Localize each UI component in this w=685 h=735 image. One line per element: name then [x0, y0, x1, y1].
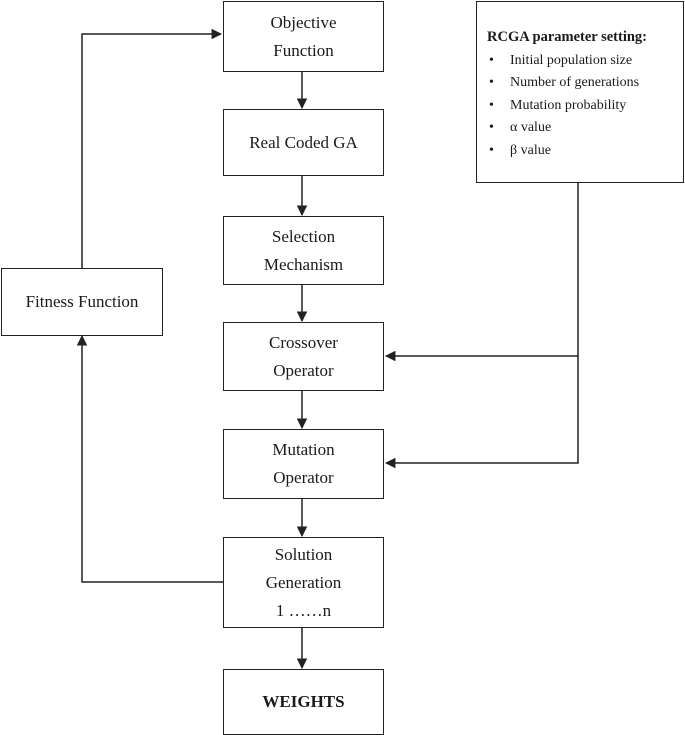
- mutation-operator-line-1: Mutation: [272, 440, 335, 459]
- solution-generation-box: Solution Generation 1 ……n: [223, 537, 384, 628]
- real-coded-ga-label: Real Coded GA: [249, 132, 358, 152]
- real-coded-ga-box: Real Coded GA: [223, 109, 384, 176]
- arrow-solution-to-fitness: [76, 334, 223, 583]
- solution-generation-line-3: 1 ……n: [275, 600, 332, 620]
- rcga-parameter-list: Initial population size Number of genera…: [487, 50, 639, 163]
- parameter-item: Initial population size: [487, 50, 639, 73]
- rcga-parameter-box: RCGA parameter setting: Initial populati…: [476, 1, 684, 183]
- parameter-item: α value: [487, 117, 639, 140]
- fitness-function-box: Fitness Function: [1, 268, 163, 336]
- crossover-operator-line-1: Crossover: [269, 332, 338, 352]
- selection-mechanism-box: Selection Mechanism: [223, 216, 384, 285]
- crossover-operator-line-2: Operator: [273, 360, 334, 380]
- solution-generation-line-2: Generation: [265, 572, 342, 592]
- objective-function-line-2: Function: [273, 40, 334, 60]
- fitness-function-label: Fitness Function: [25, 292, 139, 311]
- weights-box: WEIGHTS: [223, 669, 384, 735]
- solution-generation-line-1: Solution: [274, 544, 333, 564]
- selection-mechanism-line-1: Selection: [271, 226, 336, 246]
- parameter-item: β value: [487, 140, 639, 163]
- arrow-fitness-to-objective: [81, 28, 223, 268]
- objective-function-line-1: Objective: [270, 12, 337, 32]
- weights-label: WEIGHTS: [262, 692, 345, 711]
- parameter-item: Number of generations: [487, 72, 639, 95]
- mutation-operator-line-2: Operator: [273, 468, 334, 487]
- mutation-operator-box: Mutation Operator: [223, 429, 384, 499]
- crossover-operator-box: Crossover Operator: [223, 322, 384, 391]
- arrow-params-to-crossover: [384, 183, 579, 362]
- rcga-parameter-title: RCGA parameter setting:: [487, 29, 648, 45]
- parameter-item: Mutation probability: [487, 95, 639, 118]
- objective-function-box: Objective Function: [223, 1, 384, 72]
- arrow-params-to-mutation: [384, 356, 579, 469]
- selection-mechanism-line-2: Mechanism: [263, 254, 344, 274]
